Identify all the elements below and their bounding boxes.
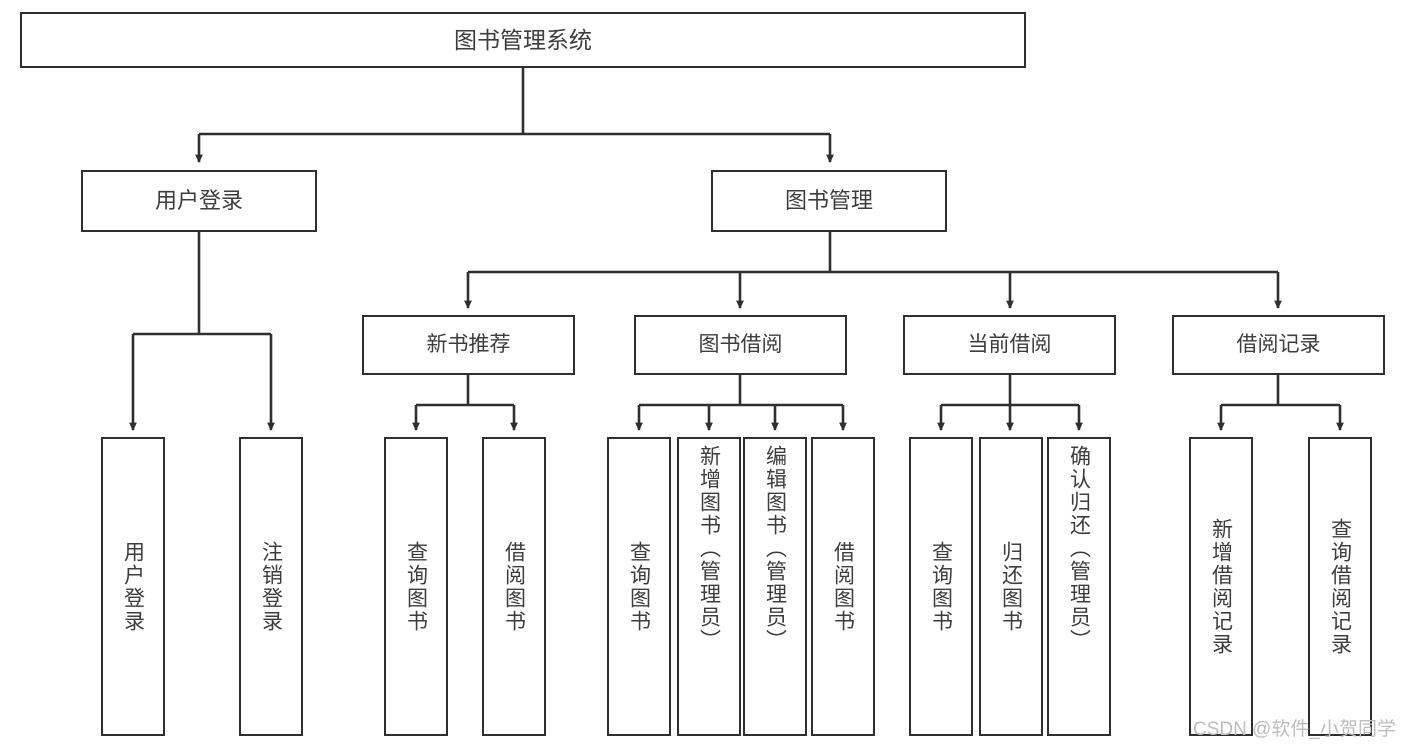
leaf-confirm-return-label: 确认归还（管理员） (1067, 445, 1091, 652)
leaf-add-book[interactable]: 新增图书（管理员） (677, 437, 741, 736)
node-book-management-label: 图书管理 (784, 188, 873, 214)
leaf-borrow-book-borrow[interactable]: 借阅图书 (811, 437, 875, 736)
node-new-book-recommend[interactable]: 新书推荐 (362, 315, 575, 375)
leaf-logout-login-label: 注销登录 (259, 540, 283, 633)
leaf-query-book-recommend-label: 查询图书 (404, 540, 428, 633)
node-user-login-label: 用户登录 (154, 188, 243, 214)
leaf-user-login-label: 用户登录 (121, 540, 145, 633)
leaf-add-borrow-record[interactable]: 新增借阅记录 (1189, 437, 1253, 736)
leaf-query-book-current[interactable]: 查询图书 (909, 437, 973, 736)
leaf-edit-book[interactable]: 编辑图书（管理员） (743, 437, 807, 736)
node-root-label: 图书管理系统 (454, 26, 592, 53)
leaf-add-book-label: 新增图书（管理员） (697, 445, 721, 652)
leaf-edit-book-label: 编辑图书（管理员） (763, 445, 787, 652)
leaf-query-book-current-label: 查询图书 (929, 540, 953, 633)
node-current-borrow[interactable]: 当前借阅 (903, 315, 1116, 375)
node-book-borrow-label: 图书借阅 (698, 333, 783, 357)
leaf-borrow-book-recommend-label: 借阅图书 (502, 540, 526, 633)
leaf-query-book-borrow-label: 查询图书 (627, 540, 651, 633)
leaf-borrow-book-recommend[interactable]: 借阅图书 (482, 437, 546, 736)
node-book-management[interactable]: 图书管理 (711, 170, 947, 232)
node-new-book-recommend-label: 新书推荐 (426, 333, 511, 357)
leaf-query-borrow-record-label: 查询借阅记录 (1328, 517, 1352, 656)
leaf-borrow-book-borrow-label: 借阅图书 (831, 540, 855, 633)
node-current-borrow-label: 当前借阅 (967, 333, 1052, 357)
leaf-confirm-return[interactable]: 确认归还（管理员） (1047, 437, 1111, 736)
node-root[interactable]: 图书管理系统 (20, 12, 1026, 68)
leaf-query-book-borrow[interactable]: 查询图书 (607, 437, 671, 736)
node-user-login[interactable]: 用户登录 (81, 170, 317, 232)
leaf-query-borrow-record[interactable]: 查询借阅记录 (1308, 437, 1372, 736)
node-book-borrow[interactable]: 图书借阅 (634, 315, 847, 375)
node-borrow-record[interactable]: 借阅记录 (1172, 315, 1385, 375)
node-borrow-record-label: 借阅记录 (1236, 333, 1321, 357)
leaf-logout-login[interactable]: 注销登录 (239, 437, 303, 736)
leaf-return-book[interactable]: 归还图书 (979, 437, 1043, 736)
leaf-user-login[interactable]: 用户登录 (101, 437, 165, 736)
leaf-add-borrow-record-label: 新增借阅记录 (1209, 517, 1233, 656)
leaf-query-book-recommend[interactable]: 查询图书 (384, 437, 448, 736)
leaf-return-book-label: 归还图书 (999, 540, 1023, 633)
